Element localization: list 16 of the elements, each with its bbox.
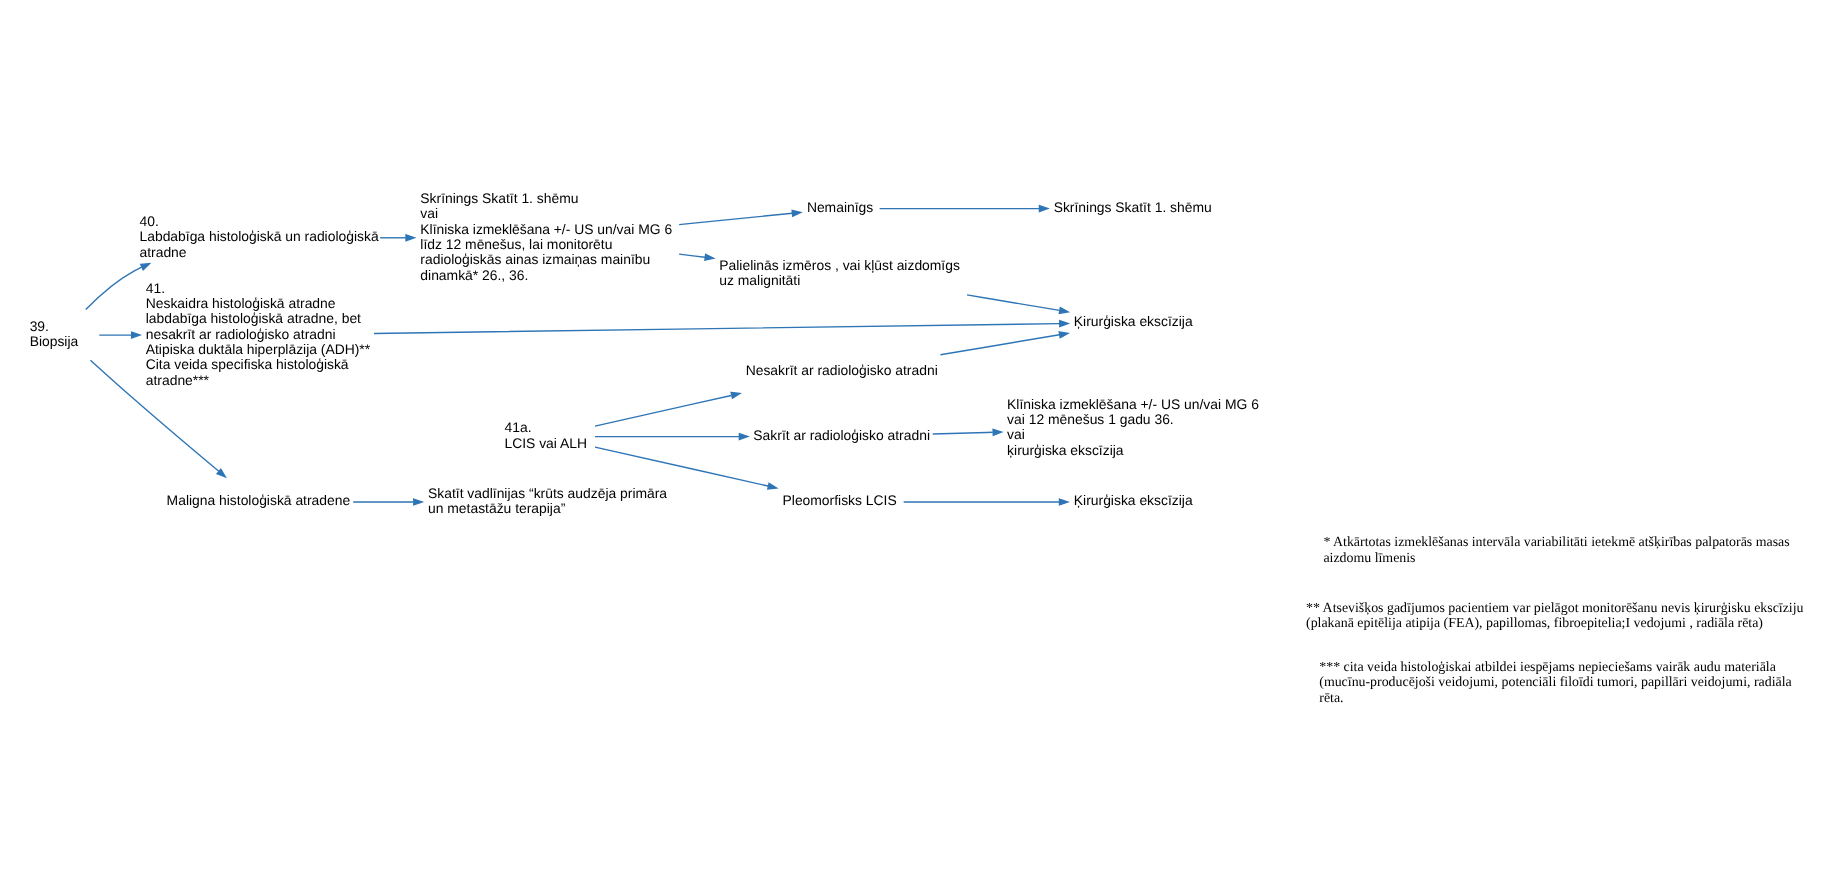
arrow: [89, 358, 227, 478]
arrow: [373, 318, 1071, 334]
arrow: [85, 261, 152, 310]
arrow: [678, 208, 803, 225]
arrow: [594, 390, 742, 426]
arrow: [594, 445, 779, 489]
arrow: [878, 203, 1050, 212]
arrow: [678, 252, 716, 261]
arrow: [932, 427, 1004, 436]
arrow: [902, 497, 1070, 505]
arrow: [594, 431, 750, 440]
arrow: [966, 293, 1071, 314]
arrow: [98, 330, 143, 338]
arrow: [352, 497, 425, 505]
arrow: [939, 330, 1071, 355]
arrow: [379, 232, 417, 241]
